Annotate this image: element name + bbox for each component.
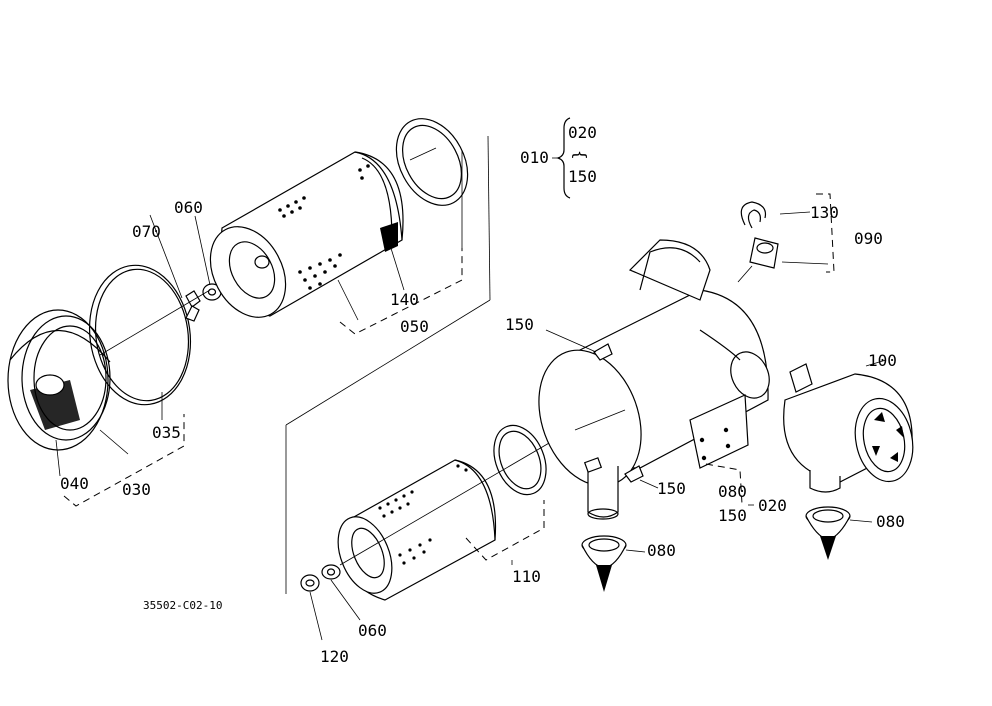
perforation-pattern-inner [378,464,468,565]
inner-element-part [337,459,497,601]
wing-nut-part [185,290,201,322]
callout-090: 090 [854,229,883,248]
rubber-ring-part [88,264,192,406]
perforation-pattern [278,164,370,290]
callout-060-bottom: 060 [358,621,387,640]
callout-030: 030 [122,480,151,499]
washer-part-top [202,283,222,301]
callout-050: 050 [400,317,429,336]
callout-020-top: 020 [568,123,597,142]
gasket-ring-part [395,118,469,206]
callout-020-group: 020 [758,496,787,515]
callout-150-mid: 150 [657,479,686,498]
callout-range-mark: { [571,150,590,160]
end-cap-part [783,359,914,493]
callout-150-group: 150 [718,506,747,525]
air-cleaner-housing [538,239,770,520]
group-brackets-left [63,135,491,594]
callout-060-top: 060 [174,198,203,217]
drain-valve-part-right [805,506,873,560]
callout-100: 100 [868,351,897,370]
drawing-code: 35502-C02-10 [143,599,222,612]
callout-070: 070 [132,222,161,241]
assembly-axis-lines [55,147,437,477]
main-element-part [209,151,404,318]
end-cover-part [7,309,111,451]
callout-080-mid: 080 [647,541,676,560]
callout-110: 110 [512,567,541,586]
callout-010: 010 [520,148,549,167]
callout-140: 140 [390,290,419,309]
callout-150-top: 150 [568,167,597,186]
callout-120: 120 [320,647,349,666]
callout-080-group: 080 [718,482,747,501]
washer-part-bottom [321,564,341,580]
callout-040: 040 [60,474,89,493]
dust-indicator-part [737,193,835,283]
drain-valve-part-mid [581,535,646,592]
nut-part [300,574,320,592]
callout-labels: 010 020 { 150 130 090 060 070 140 050 15… [60,123,905,666]
callout-150-left: 150 [505,315,534,334]
assembly-axis-lines-center [309,424,581,641]
leader-lines-right [545,117,754,506]
callout-080-right: 080 [876,512,905,531]
callout-130: 130 [810,203,839,222]
callout-035: 035 [152,423,181,442]
inner-gasket-part [493,424,547,496]
